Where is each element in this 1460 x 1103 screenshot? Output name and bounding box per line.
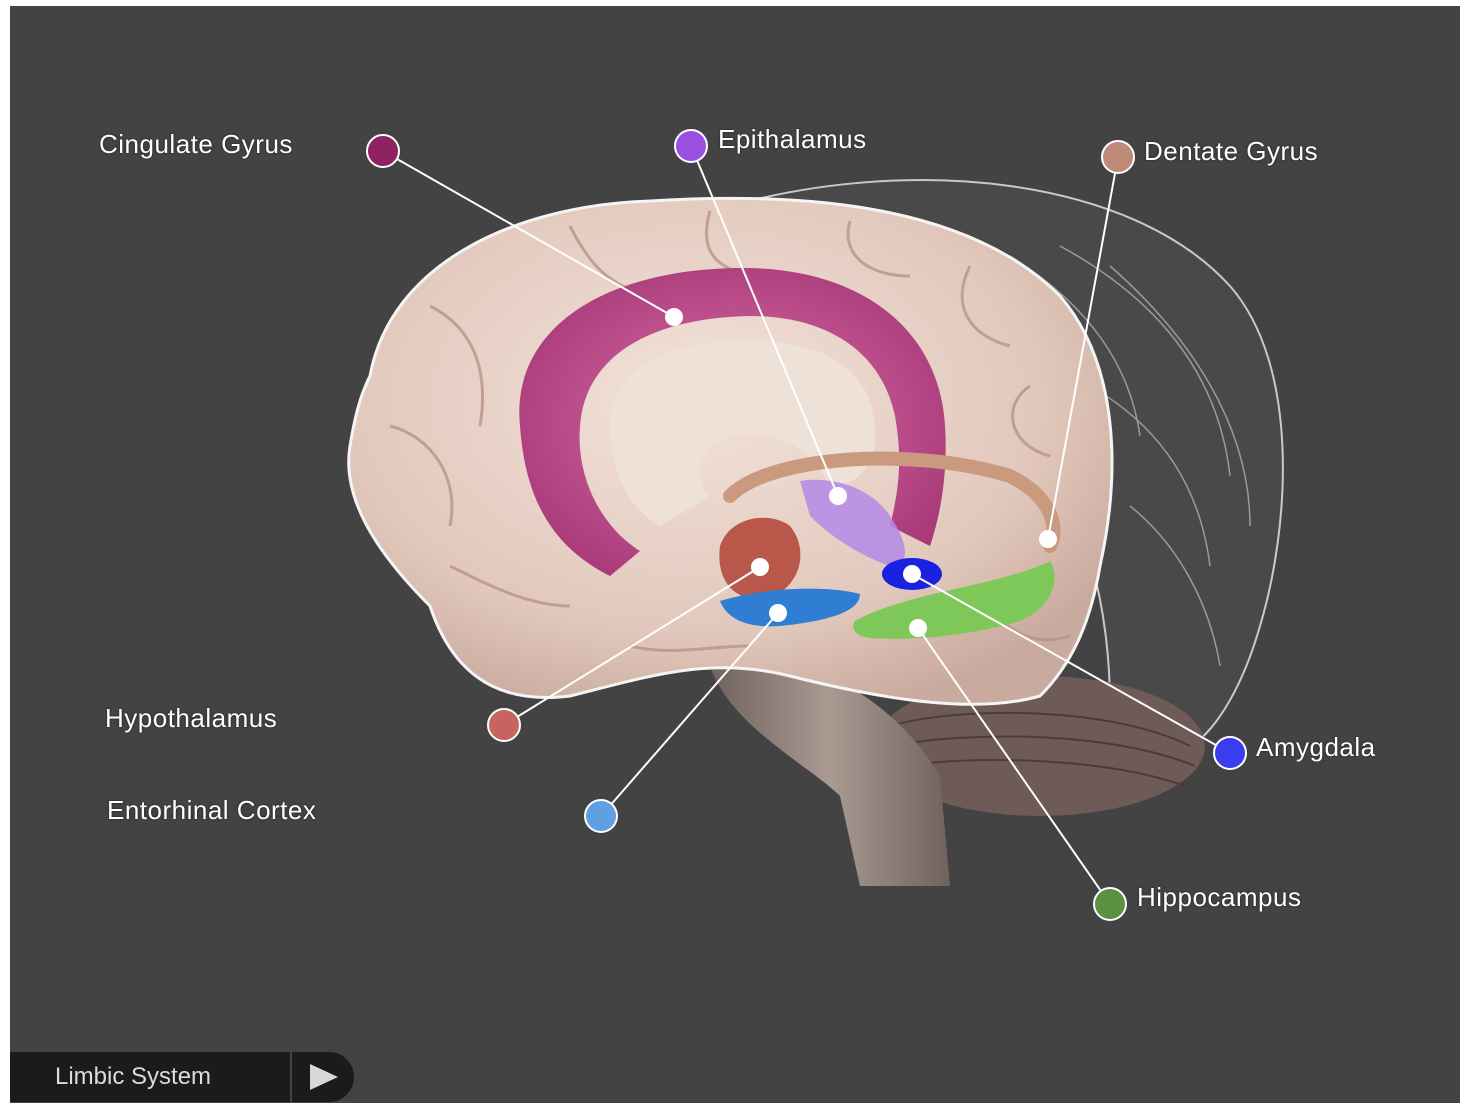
play-icon [308, 1062, 342, 1092]
cingulate-gyrus-marker [367, 135, 399, 167]
epithalamus-marker [675, 130, 707, 162]
footer-title-box: Limbic System [10, 1052, 290, 1102]
brain-diagram [10, 6, 1460, 1103]
dentate-gyrus-label: Dentate Gyrus [1144, 136, 1318, 167]
amygdala-marker [1214, 737, 1246, 769]
diagram-canvas: Cingulate Gyrus Epithalamus Dentate Gyru… [10, 6, 1460, 1103]
amygdala-label: Amygdala [1256, 732, 1376, 763]
entorhinal-cortex-label: Entorhinal Cortex [107, 795, 316, 826]
cingulate-gyrus-label: Cingulate Gyrus [99, 129, 293, 160]
footer-title: Limbic System [55, 1063, 211, 1091]
hippocampus-marker [1094, 888, 1126, 920]
hypothalamus-label: Hypothalamus [105, 703, 277, 734]
dentate-gyrus-marker [1102, 141, 1134, 173]
hypothalamus-marker [488, 709, 520, 741]
play-button[interactable] [292, 1052, 354, 1102]
entorhinal-cortex-marker [585, 800, 617, 832]
footer-bar: Limbic System [10, 1052, 355, 1102]
epithalamus-label: Epithalamus [718, 124, 867, 155]
hippocampus-label: Hippocampus [1137, 882, 1301, 913]
